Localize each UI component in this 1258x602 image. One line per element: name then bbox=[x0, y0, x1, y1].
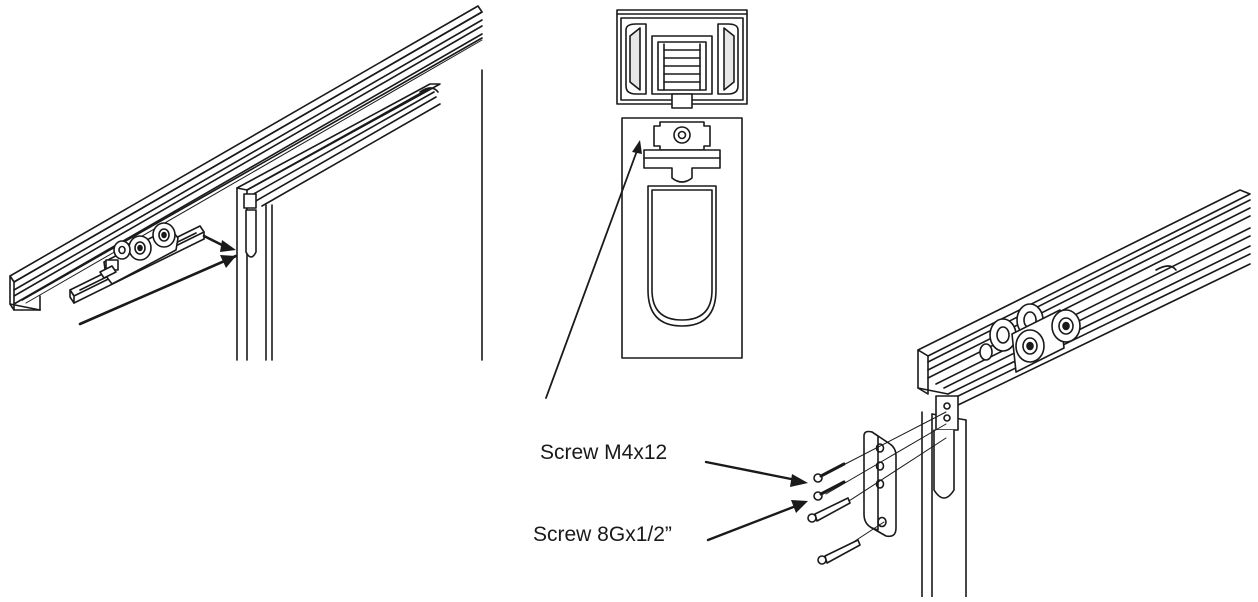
screw-m4x12-2 bbox=[813, 480, 846, 501]
label-arrow-8g bbox=[706, 500, 808, 542]
track-profile bbox=[616, 9, 748, 109]
screw-8g-2 bbox=[817, 539, 861, 565]
label-arrow-m4 bbox=[704, 460, 808, 487]
overhead-track bbox=[9, 5, 483, 311]
fixing-bracket bbox=[863, 430, 897, 538]
panel-track-insertion bbox=[9, 5, 483, 361]
label-screw-m4x12: Screw M4x12 bbox=[540, 441, 668, 464]
insertion-arrow bbox=[78, 234, 238, 326]
screw-m4x12 bbox=[813, 462, 846, 483]
leader-line bbox=[545, 147, 639, 399]
label-screw-8g: Screw 8Gx1/2” bbox=[533, 523, 672, 546]
overhead-track-right bbox=[917, 189, 1251, 407]
roller-carriage-right bbox=[979, 265, 1177, 373]
door-panel-right bbox=[921, 395, 967, 598]
screw-8g-1 bbox=[807, 497, 851, 523]
panel-bracket-fixing bbox=[704, 189, 1251, 598]
roller-carriage bbox=[69, 222, 205, 304]
door-section bbox=[621, 117, 743, 359]
door-panel-left bbox=[236, 69, 483, 361]
panel-cross-section bbox=[545, 9, 748, 399]
